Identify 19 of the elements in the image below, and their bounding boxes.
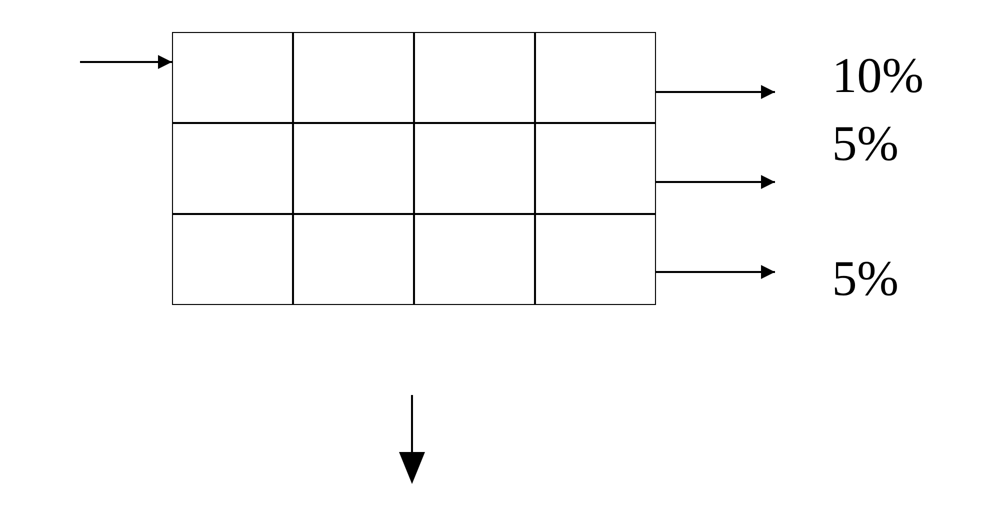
- grid-cell: [535, 214, 656, 305]
- grid-cell: [414, 123, 535, 214]
- grid-cell: [535, 32, 656, 123]
- percentage-label: 5%: [832, 118, 899, 168]
- grid-cell: [414, 32, 535, 123]
- grid-cell: [293, 214, 414, 305]
- grid-cell: [172, 214, 293, 305]
- percentage-label: 5%: [832, 253, 899, 303]
- arrow: [656, 265, 775, 279]
- arrow: [656, 175, 775, 189]
- arrow: [80, 55, 172, 69]
- grid-cell: [172, 32, 293, 123]
- arrow: [656, 85, 775, 99]
- grid-cell: [172, 123, 293, 214]
- grid-cell: [414, 214, 535, 305]
- grid-cell: [293, 123, 414, 214]
- grid-cell: [535, 123, 656, 214]
- grid-cell: [293, 32, 414, 123]
- percentage-label: 10%: [832, 50, 924, 100]
